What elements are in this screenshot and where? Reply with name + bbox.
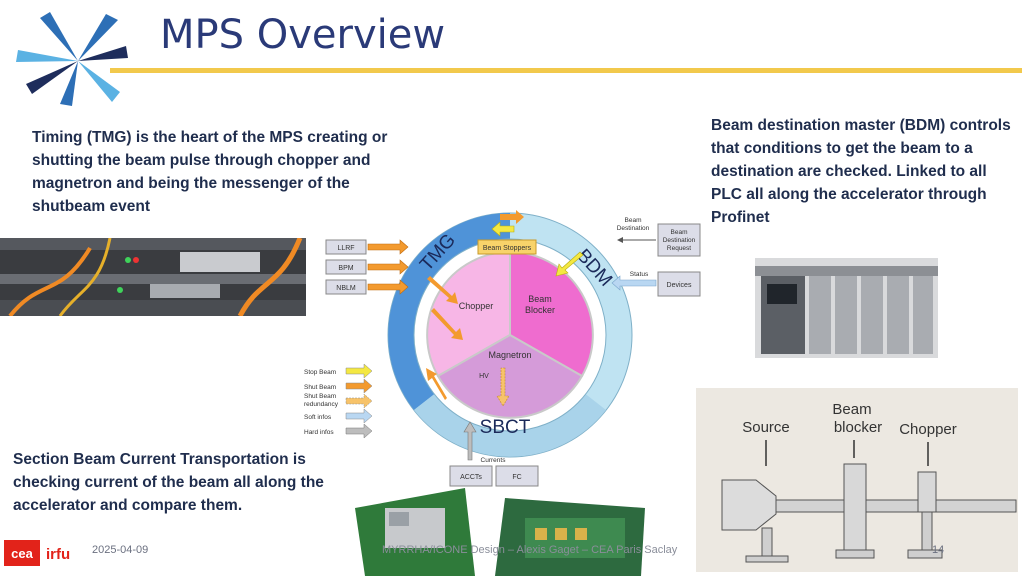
beam-destination-label-1: Beam	[625, 217, 642, 224]
title-underline	[110, 68, 1022, 73]
magnetron-label: Magnetron	[488, 350, 531, 360]
beam-blocker-label-2: Blocker	[525, 305, 555, 315]
electronic-boards-photo	[345, 488, 655, 576]
tmg-description: Timing (TMG) is the heart of the MPS cre…	[32, 129, 388, 215]
hv-label: HV	[479, 373, 489, 380]
bpm-box: BPM	[338, 265, 353, 272]
legend-shut-redundancy-2: redundancy	[304, 401, 339, 408]
footer-center-text: MYRRHA/ICONE Design – Alexis Gaget – CEA…	[382, 544, 678, 556]
legend-soft-infos: Soft infos	[304, 414, 332, 421]
bdr-label-1: Beam	[671, 229, 688, 236]
legend-stop-beam: Stop Beam	[304, 369, 336, 376]
sketch-blocker-label: blocker	[834, 419, 882, 436]
bdr-label-3: Request	[667, 245, 691, 252]
legend-hard-infos: Hard infos	[304, 429, 334, 436]
svg-text:irfu: irfu	[46, 546, 70, 563]
page-number: 14	[932, 544, 945, 556]
beam-destination-label-2: Destination	[617, 225, 650, 232]
status-label: Status	[630, 271, 649, 278]
legend-shut-redundancy-1: Shut Beam	[304, 393, 336, 400]
beamline-sketch: Source Beam blocker Chopper	[696, 388, 1018, 572]
sketch-beam-label: Beam	[832, 401, 871, 418]
beam-stoppers-label: Beam Stoppers	[483, 245, 532, 252]
nblm-box: NBLM	[336, 285, 356, 292]
timing-rack-photo	[0, 238, 306, 316]
sbct-description: Section Beam Current Transportation is c…	[13, 451, 324, 514]
sbct-label: SBCT	[480, 417, 531, 438]
bdm-description: Beam destination master (BDM) controls t…	[711, 117, 1011, 226]
sketch-chopper-label: Chopper	[899, 421, 957, 438]
irfu-logo-icon	[16, 12, 128, 106]
chopper-label: Chopper	[459, 301, 494, 311]
bdr-label-2: Destination	[663, 237, 696, 244]
plc-photo	[755, 258, 938, 358]
sketch-source-label: Source	[742, 419, 790, 436]
fc-box: FC	[512, 474, 521, 481]
beam-blocker-label-1: Beam	[528, 294, 552, 304]
legend-shut-beam: Shut Beam	[304, 384, 336, 391]
llrf-box: LLRF	[337, 245, 354, 252]
currents-label: Currents	[481, 457, 507, 464]
svg-text:cea: cea	[11, 546, 33, 561]
accts-box: ACCTs	[460, 474, 482, 481]
page-title: MPS Overview	[160, 12, 446, 58]
devices-box: Devices	[667, 282, 692, 289]
footer-date: 2025-04-09	[92, 544, 149, 556]
cea-irfu-logo-icon: cea irfu	[4, 540, 70, 566]
mps-diagram: TMG BDM SBCT Beam Stoppers Chopper Beam …	[304, 210, 701, 487]
